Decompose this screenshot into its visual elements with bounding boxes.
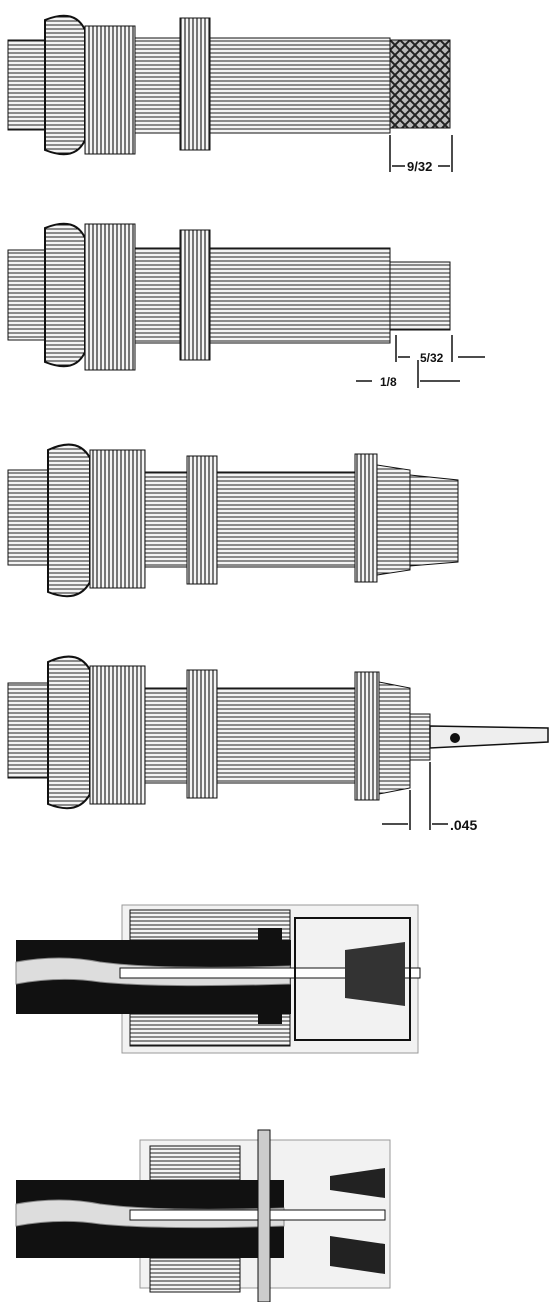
stripped-wires bbox=[389, 261, 451, 331]
contact-pin bbox=[429, 725, 549, 749]
cable-braid bbox=[389, 39, 451, 129]
dimension-label: 5/32 bbox=[420, 351, 444, 365]
section-6-cutaway bbox=[15, 1129, 391, 1303]
dimension-marker bbox=[356, 335, 485, 388]
cable-jacket bbox=[409, 474, 459, 567]
dimension-label: 1/8 bbox=[380, 375, 397, 389]
dimension-label: 9/32 bbox=[407, 159, 432, 174]
dimension-marker bbox=[389, 135, 453, 172]
dimension-marker bbox=[382, 762, 448, 830]
section-5-cutaway bbox=[15, 904, 421, 1054]
step-2-connector: 5/32 1/8 bbox=[7, 222, 485, 389]
step-1-connector: 9/32 bbox=[7, 14, 453, 174]
step-3-connector bbox=[7, 443, 459, 598]
dimension-label: .045 bbox=[450, 817, 477, 833]
step-4-connector: .045 bbox=[7, 655, 549, 833]
